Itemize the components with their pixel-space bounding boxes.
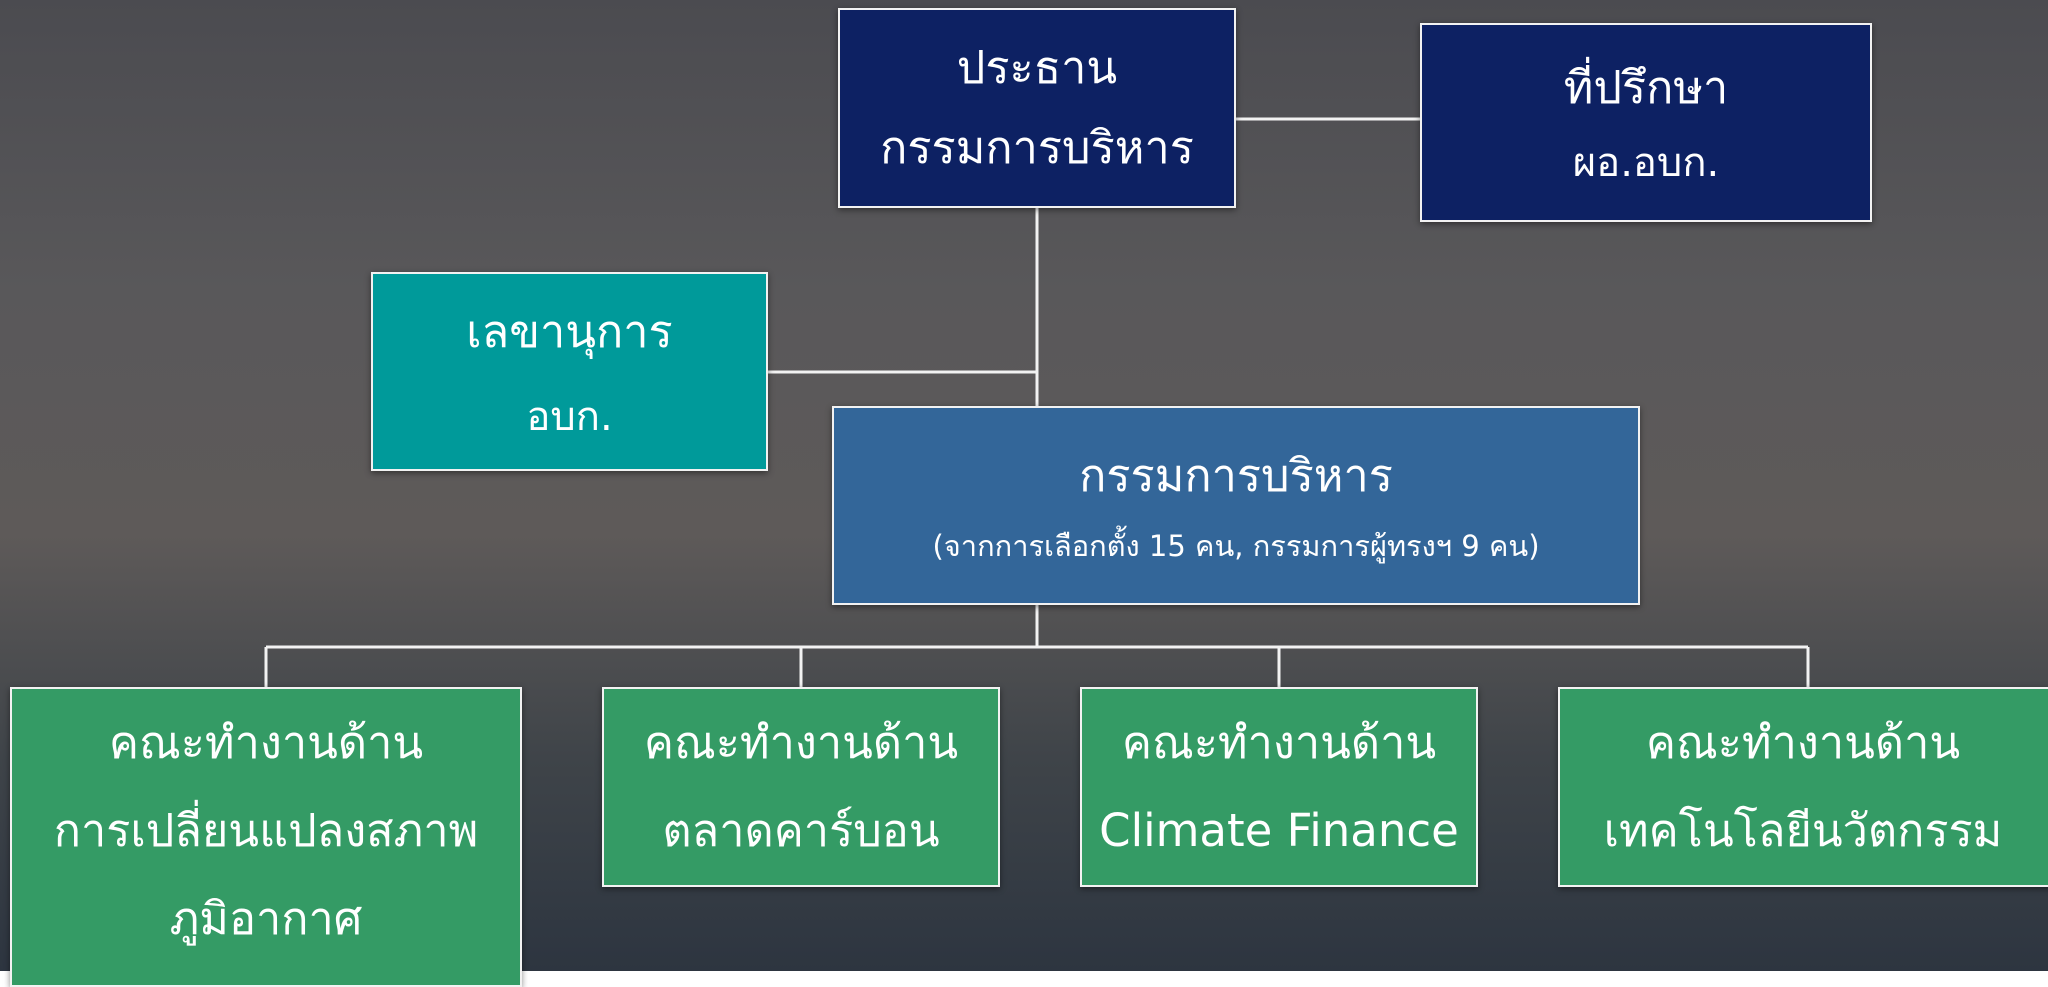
working-group-climate-change: คณะทำงานด้าน การเปลี่ยนแปลงสภาพ ภูมิอากา… — [10, 687, 522, 987]
chairman-box: ประธาน กรรมการบริหาร — [838, 8, 1236, 208]
working-group-carbon-market: คณะทำงานด้าน ตลาดคาร์บอน — [602, 687, 1000, 887]
chairman-title: ประธาน — [956, 41, 1118, 94]
secretary-box: เลขานุการ อบก. — [371, 272, 768, 471]
executive-board-box: กรรมการบริหาร (จากการเลือกตั้ง 15 คน, กร… — [832, 406, 1640, 605]
working-group-topic: Climate Finance — [1099, 804, 1459, 857]
working-group-topic: เทคโนโลยีนวัตกรรม — [1603, 804, 2003, 857]
working-group-topic: ตลาดคาร์บอน — [662, 804, 940, 857]
board-title: กรรมการบริหาร — [1079, 448, 1393, 502]
working-group-label: คณะทำงานด้าน — [1121, 716, 1437, 769]
secretary-title: เลขานุการ — [466, 304, 673, 358]
chairman-subtitle: กรรมการบริหาร — [880, 121, 1194, 174]
advisor-subtitle: ผอ.อบก. — [1572, 139, 1720, 186]
working-group-topic-cont: ภูมิอากาศ — [169, 892, 363, 945]
working-group-label: คณะทำงานด้าน — [643, 716, 959, 769]
board-subtitle: (จากการเลือกตั้ง 15 คน, กรรมการผู้ทรงฯ 9… — [932, 528, 1540, 563]
advisor-title: ที่ปรึกษา — [1563, 60, 1729, 114]
working-group-topic: การเปลี่ยนแปลงสภาพ — [53, 804, 479, 857]
secretary-subtitle: อบก. — [526, 393, 613, 440]
advisor-box: ที่ปรึกษา ผอ.อบก. — [1420, 23, 1872, 222]
working-group-technology-innovation: คณะทำงานด้าน เทคโนโลยีนวัตกรรม — [1558, 687, 2048, 887]
working-group-label: คณะทำงานด้าน — [1645, 716, 1961, 769]
working-group-climate-finance: คณะทำงานด้าน Climate Finance — [1080, 687, 1478, 887]
working-group-label: คณะทำงานด้าน — [108, 716, 424, 769]
